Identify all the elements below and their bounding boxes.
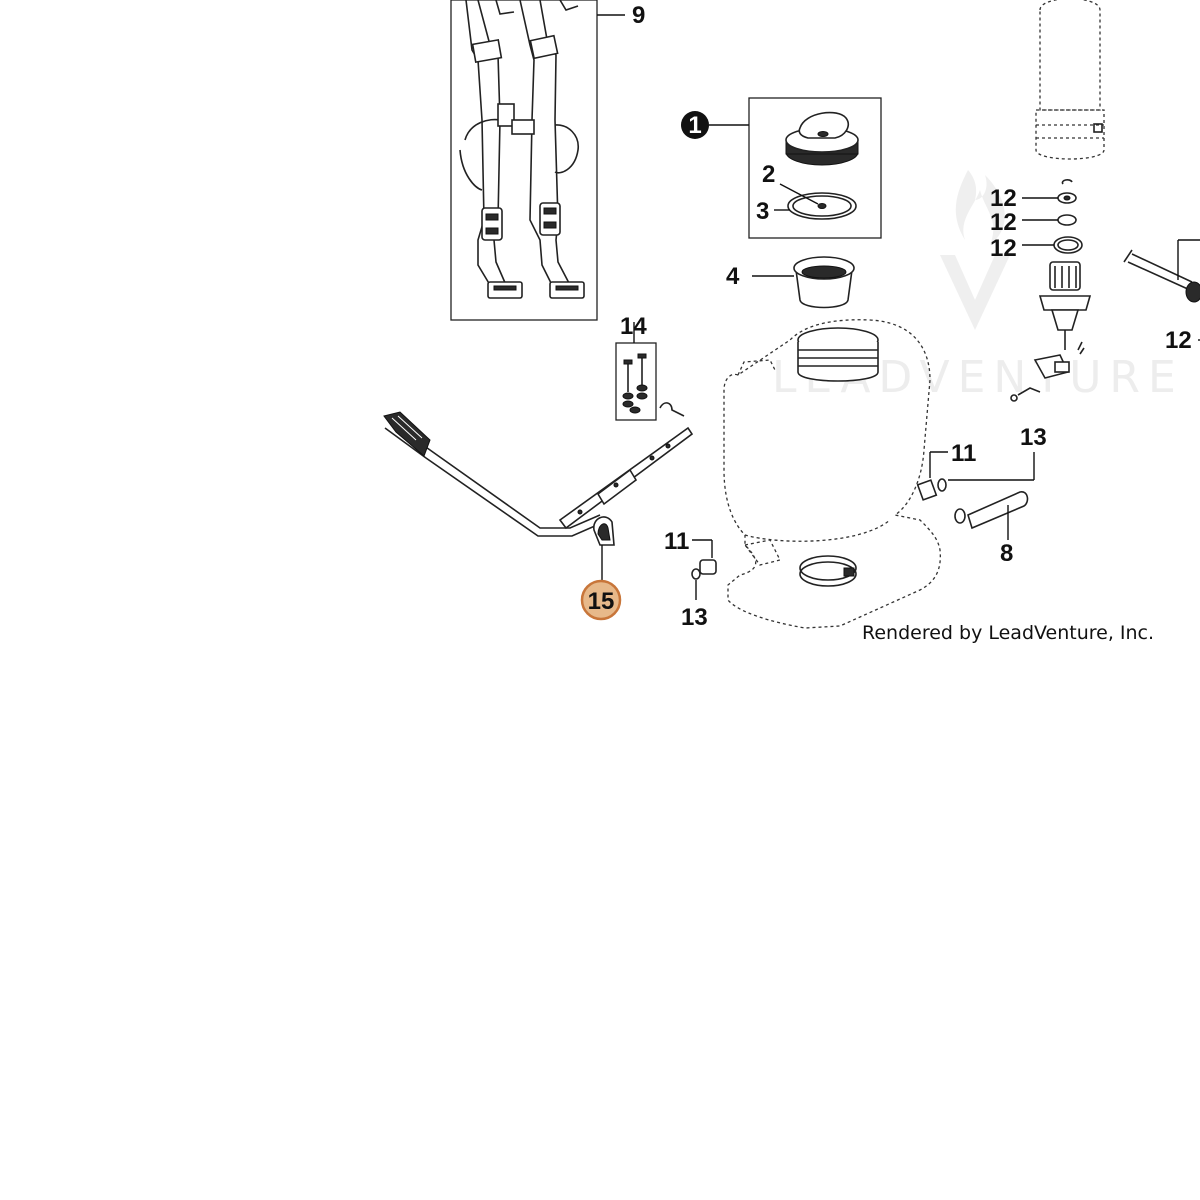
callout-15-highlight <box>580 579 622 621</box>
pump-chamber <box>1035 0 1105 160</box>
callout-1[interactable]: 1 <box>688 112 701 139</box>
pump-piston <box>1010 261 1092 402</box>
cap-box <box>748 97 882 239</box>
callout-12-c[interactable]: 12 <box>990 235 1017 262</box>
credit-text: Rendered by LeadVenture, Inc. <box>862 622 1154 644</box>
watermark-v-icon <box>940 255 1010 330</box>
fittings-right: 11 13 8 <box>916 424 1047 567</box>
harness-assembly: 9 <box>450 0 645 321</box>
cap-assembly: 1 2 3 <box>681 97 882 239</box>
callout-15[interactable]: 15 <box>588 588 615 615</box>
callout-2[interactable]: 2 <box>762 161 775 188</box>
pump-handle <box>383 411 694 537</box>
callout-14[interactable]: 14 <box>620 313 647 340</box>
callout-11-b[interactable]: 11 <box>664 528 689 555</box>
handle-clip: 15 <box>580 516 622 621</box>
harness-box <box>450 0 598 321</box>
hardware-kit: 14 <box>615 313 685 421</box>
neck-threads <box>798 349 878 367</box>
strainer: 4 <box>726 256 855 309</box>
watermark-flame-icon <box>955 170 1005 245</box>
callout-12-b[interactable]: 12 <box>990 209 1017 236</box>
callout-13-b[interactable]: 13 <box>681 604 708 631</box>
callout-1-badge <box>681 111 709 139</box>
o-rings: 12 12 12 <box>990 179 1083 262</box>
left-strap <box>465 0 491 286</box>
callout-3[interactable]: 3 <box>756 198 769 225</box>
hardware-box <box>615 342 657 421</box>
pressure-hose: 12 <box>1123 239 1200 354</box>
tank <box>723 319 941 629</box>
fittings-left: 11 13 <box>664 528 717 631</box>
callout-4[interactable]: 4 <box>726 263 740 290</box>
callout-8[interactable]: 8 <box>1000 540 1013 567</box>
callout-11-a[interactable]: 11 <box>951 440 976 467</box>
callout-13-a[interactable]: 13 <box>1020 424 1047 451</box>
callout-12-d[interactable]: 12 <box>1165 327 1192 354</box>
callout-12-a[interactable]: 12 <box>990 185 1017 212</box>
callout-9[interactable]: 9 <box>632 2 645 29</box>
